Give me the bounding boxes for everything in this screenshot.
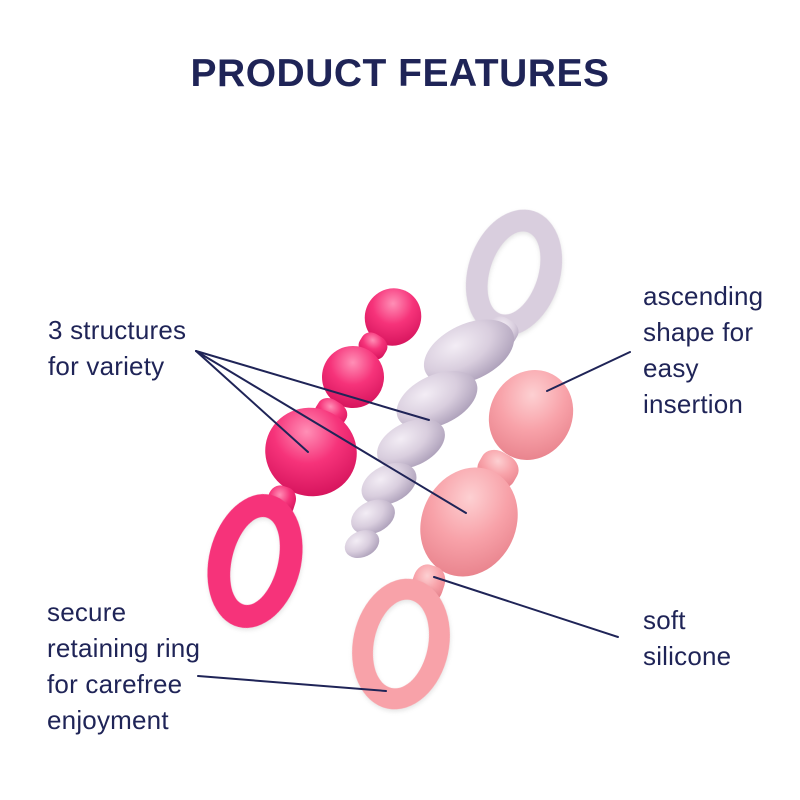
callout-ascending-line-4: insertion — [643, 389, 744, 419]
callout-structures-line-1: 3 structures — [48, 315, 187, 345]
callout-secure-line-2: retaining ring — [47, 633, 201, 663]
leader-ascending-shape — [546, 351, 631, 392]
callout-ascending-line-2: shape for — [643, 317, 754, 347]
page-title: PRODUCT FEATURES — [190, 52, 610, 95]
callout-structures: 3 structures for variety — [48, 312, 186, 384]
leader-soft-silicone — [433, 576, 619, 638]
callout-secure-line-1: secure — [47, 597, 127, 627]
callout-ascending-shape: ascending shape for easy insertion — [643, 278, 763, 422]
callout-ascending-line-3: easy — [643, 353, 699, 383]
leader-structures-to-lavender — [195, 350, 430, 421]
callout-soft-silicone: soft silicone — [643, 602, 731, 674]
leader-secure-ring — [197, 675, 387, 692]
callout-secure-line-3: for carefree — [47, 669, 183, 699]
callout-secure-ring: secure retaining ring for carefree enjoy… — [47, 594, 200, 738]
callout-soft-line-1: soft — [643, 605, 686, 635]
callout-structures-line-2: for variety — [48, 351, 165, 381]
callout-soft-line-2: silicone — [643, 641, 732, 671]
callout-secure-line-4: enjoyment — [47, 705, 169, 735]
leader-structures-to-salmon — [195, 350, 467, 514]
leader-structures-to-pink — [195, 350, 309, 453]
callout-ascending-line-1: ascending — [643, 281, 764, 311]
